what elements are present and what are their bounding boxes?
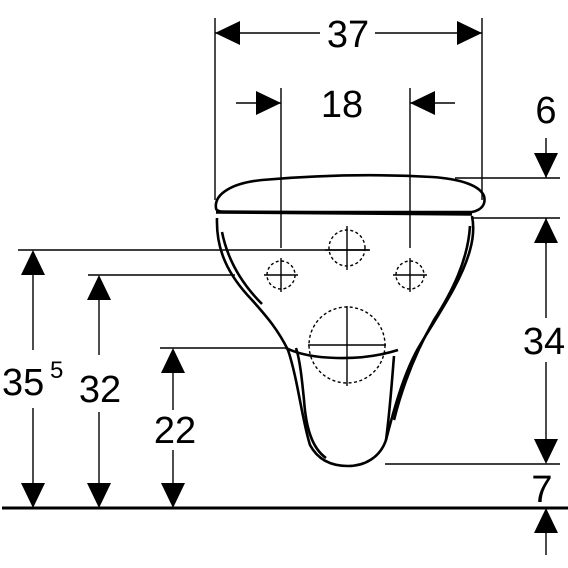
arrowhead bbox=[215, 21, 240, 45]
bowl-front-curve bbox=[285, 346, 399, 360]
floor-clearance-dimension: 7 bbox=[531, 469, 558, 555]
fixing-spacing-label: 18 bbox=[321, 84, 363, 126]
seat-offset-dimension: 6 bbox=[534, 90, 558, 244]
fixing-height-dimension: 32 bbox=[79, 275, 121, 508]
fixing-height-label: 32 bbox=[79, 369, 121, 411]
arrowhead bbox=[534, 439, 558, 464]
toilet-bowl bbox=[214, 174, 486, 468]
width-label: 37 bbox=[327, 14, 369, 56]
bowl-inner-line bbox=[392, 225, 472, 421]
bowl-left-line bbox=[220, 231, 263, 305]
outlet-height-label: 22 bbox=[154, 410, 196, 452]
arrowhead bbox=[410, 91, 435, 115]
arrowhead bbox=[21, 483, 45, 508]
seat-offset-label: 6 bbox=[535, 90, 556, 132]
total-height-superscript: 5 bbox=[50, 357, 63, 384]
fixing-spacing-dimension: 18 bbox=[236, 84, 455, 126]
arrowhead bbox=[534, 508, 558, 533]
arrowhead bbox=[161, 483, 185, 508]
arrowhead bbox=[534, 153, 558, 178]
arrowhead bbox=[161, 348, 185, 373]
bowl-front-lip bbox=[294, 347, 396, 460]
outlet-height-dimension: 22 bbox=[154, 348, 196, 508]
seat-lid bbox=[214, 174, 486, 214]
width-dimension: 37 bbox=[215, 14, 482, 56]
arrowhead bbox=[21, 250, 45, 275]
arrowhead bbox=[457, 21, 482, 45]
arrowhead bbox=[256, 91, 281, 115]
arrowhead bbox=[87, 275, 111, 300]
bowl-outline bbox=[215, 215, 475, 468]
extension-lines bbox=[18, 18, 560, 465]
arrowhead bbox=[534, 218, 558, 243]
pan-height-dimension: 34 bbox=[523, 243, 565, 464]
floor-clearance-label: 7 bbox=[531, 469, 552, 511]
pan-height-label: 34 bbox=[523, 321, 565, 363]
arrowhead bbox=[87, 483, 111, 508]
total-height-dimension: 35 5 bbox=[2, 250, 63, 508]
seat-rim bbox=[215, 210, 473, 216]
total-height-label: 35 bbox=[2, 362, 44, 404]
